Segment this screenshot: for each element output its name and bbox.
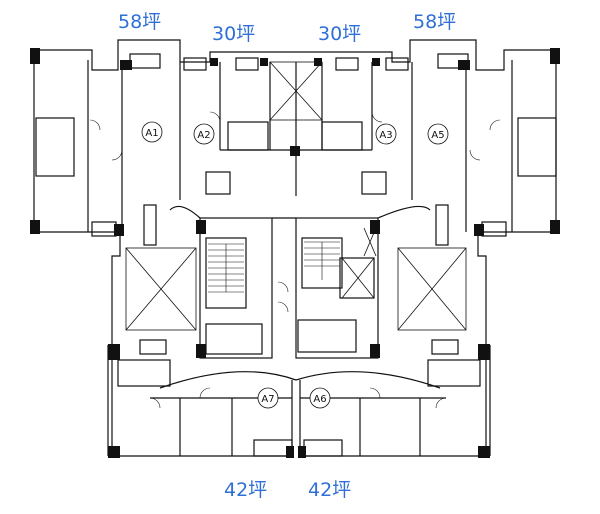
unit-markers xyxy=(141,121,449,409)
void-crosses xyxy=(125,61,467,331)
area-label-bottom-right: 42坪 xyxy=(308,479,352,501)
unit-label-a2: A2 xyxy=(197,130,210,141)
outer-walls xyxy=(33,39,557,457)
area-label-bottom-left: 42坪 xyxy=(224,479,268,501)
door-swings xyxy=(89,111,501,409)
area-label-top-right: 58坪 xyxy=(413,11,457,33)
area-label-top-center-right: 30坪 xyxy=(318,23,362,45)
unit-label-a5: A5 xyxy=(431,130,444,141)
structural-columns xyxy=(30,48,560,458)
unit-label-a6: A6 xyxy=(313,394,326,405)
area-label-top-center-left: 30坪 xyxy=(212,23,256,45)
unit-label-a7: A7 xyxy=(261,394,274,405)
stairs xyxy=(208,241,340,293)
unit-label-a3: A3 xyxy=(379,130,392,141)
area-label-top-left: 58坪 xyxy=(118,11,162,33)
unit-label-a1: A1 xyxy=(145,128,158,139)
